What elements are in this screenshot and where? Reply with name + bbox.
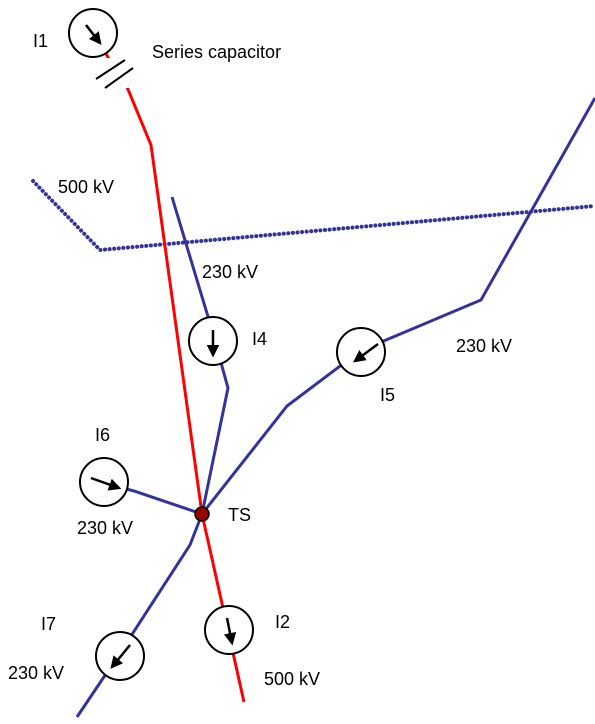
voltage-label-230kv-left: 230 kV: [77, 518, 133, 538]
line-500kv-dotted: [31, 179, 595, 253]
meter-i2: [204, 605, 254, 655]
voltage-label-230kv-bottom-left: 230 kV: [8, 663, 64, 683]
line-230kv-bottom-left: [75, 513, 204, 718]
meter-label-i7: I7: [41, 614, 56, 634]
voltage-label-230kv-right: 230 kV: [456, 336, 512, 356]
series-capacitor-symbol: [95, 58, 134, 89]
voltage-label-500kv-bottom: 500 kV: [264, 669, 320, 689]
meter-label-i1: I1: [33, 31, 48, 51]
voltage-label-230kv-upper: 230 kV: [202, 262, 258, 282]
meter-i6: [79, 457, 129, 507]
line-230kv-right: [200, 97, 595, 515]
meter-i7: [95, 631, 145, 681]
meter-label-i2: I2: [275, 612, 290, 632]
meter-i4: [188, 316, 238, 366]
meter-label-i4: I4: [252, 329, 267, 349]
series-capacitor-label: Series capacitor: [152, 42, 281, 62]
ts-node: [194, 506, 210, 522]
meter-i1: [68, 8, 118, 58]
meter-label-i5: I5: [380, 385, 395, 405]
meter-i5: [336, 327, 386, 377]
voltage-label-500kv-upper: 500 kV: [58, 177, 114, 197]
meter-label-i6: I6: [95, 425, 110, 445]
ts-label: TS: [228, 505, 251, 525]
